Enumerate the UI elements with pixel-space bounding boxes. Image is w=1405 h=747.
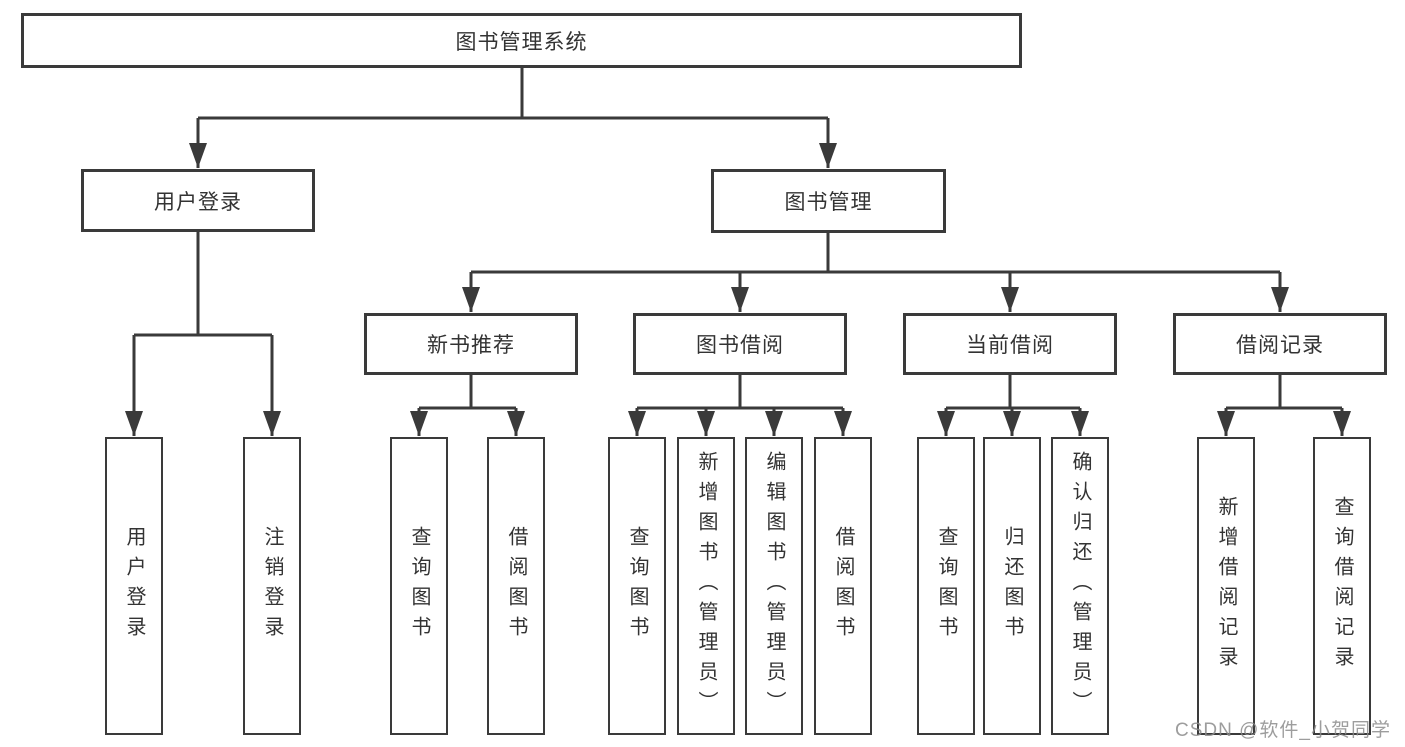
node-label: 编辑图书（管理员） [763,451,785,721]
node-leaf-query-books: 查询图书 [917,437,975,735]
node-leaf-return-books: 归还图书 [983,437,1041,735]
node-label: 查询图书 [408,526,430,646]
node-label: 新书推荐 [427,334,515,357]
node-library-management-system: 图书管理系统 [21,13,1022,68]
node-leaf-borrow-books: 借阅图书 [487,437,545,735]
node-leaf-logout: 注销登录 [243,437,301,735]
node-label: 新增图书（管理员） [695,451,717,721]
node-leaf-query-books: 查询图书 [608,437,666,735]
node-label: 图书管理 [784,191,873,214]
node-book-borrowing: 图书借阅 [633,313,847,375]
node-label: 借阅记录 [1236,334,1324,357]
node-borrowing-records: 借阅记录 [1173,313,1387,375]
node-leaf-query-books: 查询图书 [390,437,448,735]
node-label: 借阅图书 [505,526,527,646]
node-leaf-borrow-books: 借阅图书 [814,437,872,735]
node-user-login: 用户登录 [81,169,315,232]
node-label: 图书管理系统 [455,30,588,54]
node-label: 图书借阅 [696,334,784,357]
node-label: 当前借阅 [966,334,1054,357]
node-label: 归还图书 [1001,526,1023,646]
node-leaf-user-login: 用户登录 [105,437,163,735]
node-label: 确认归还（管理员） [1069,451,1091,721]
node-label: 新增借阅记录 [1215,496,1237,676]
csdn-watermark: CSDN @软件_小贺同学 [1175,720,1391,741]
node-label: 查询图书 [935,526,957,646]
node-leaf-add-borrow-record: 新增借阅记录 [1197,437,1255,735]
node-book-management: 图书管理 [711,169,946,233]
node-leaf-confirm-return-admin: 确认归还（管理员） [1051,437,1109,735]
node-label: 查询借阅记录 [1331,496,1353,676]
node-leaf-add-books-admin: 新增图书（管理员） [677,437,735,735]
node-leaf-query-borrow-record: 查询借阅记录 [1313,437,1371,735]
node-new-book-recommend: 新书推荐 [364,313,578,375]
node-label: 借阅图书 [832,526,854,646]
node-label: 注销登录 [261,526,283,646]
node-label: 用户登录 [123,526,145,646]
node-label: 用户登录 [154,190,242,214]
node-current-borrowing: 当前借阅 [903,313,1117,375]
node-label: 查询图书 [626,526,648,646]
node-leaf-edit-books-admin: 编辑图书（管理员） [745,437,803,735]
